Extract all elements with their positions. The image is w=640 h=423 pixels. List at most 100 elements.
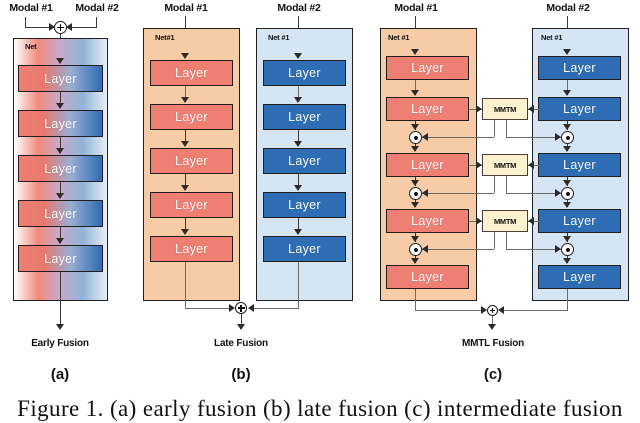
panel-b-net1-layer-3: Layer: [150, 148, 233, 174]
panel-c-mmtm3-in-left-arrow: [476, 217, 482, 225]
panel-c-mmtm3-in-right: [528, 221, 540, 222]
panel-a-merge-arrow-right: [66, 23, 72, 31]
panel-c-mmtm1-out-right-v: [506, 120, 507, 137]
panel-a-modal1-label: Modal #1: [9, 2, 53, 14]
panel-c-net2-arrow-gate-2: [563, 180, 571, 186]
panel-a-layer-4: Layer: [18, 200, 103, 227]
panel-b-net2-layer-5-label: Layer: [288, 242, 321, 256]
panel-b-output-line: [241, 314, 242, 328]
panel-b-fusion-label: Late Fusion: [214, 338, 268, 349]
panel-c-mmtm1-in-left: [469, 109, 482, 110]
panel-a-link-2-3: [60, 137, 61, 153]
panel-a-arrow-into-layer-5: [56, 238, 64, 244]
panel-a-layer-3-label: Layer: [44, 161, 77, 176]
panel-c-net1-layer-2: Layer: [386, 97, 469, 121]
panel-c-net1-layer-1-label: Layer: [411, 61, 444, 75]
panel-c-mmtm3-out-right-arrow: [555, 245, 561, 253]
panel-c-net1-arrow-gate-1: [411, 124, 419, 130]
panel-b-net2-link-3-4: [298, 174, 299, 189]
panel-b-net2-arrow-1: [294, 53, 302, 59]
panel-a-arrow-into-layer-4: [56, 193, 64, 199]
panel-a-early-fusion-op: [54, 21, 67, 34]
panel-c-net2-arrow-1: [563, 49, 571, 55]
panel-a-link-3-4: [60, 182, 61, 198]
panel-a-merge-arrow-left: [49, 23, 55, 31]
panel-c-net1-layer-3-label: Layer: [411, 158, 444, 172]
panel-b-late-fusion-op: [235, 302, 247, 314]
panel-c-net2-layer-5: Layer: [538, 265, 621, 289]
panel-a-link-4-5: [60, 227, 61, 243]
panel-c-net1-outline: [415, 289, 416, 311]
panel-c-net2-layer-4: Layer: [538, 209, 621, 233]
panel-b-net2-arrow-3: [294, 141, 302, 147]
panel-c-net1-layer-1: Layer: [386, 56, 469, 80]
panel-c-modal1-label: Modal #1: [394, 2, 438, 14]
panel-c-join-arrow-right: [498, 306, 504, 314]
panel-c-mmtm3-out-left-arrow: [422, 245, 428, 253]
panel-a-label: (a): [50, 366, 70, 383]
panel-c-net2-arrow-3: [563, 146, 571, 152]
panel-b-net1-arrow-3: [181, 141, 189, 147]
panel-b-net2-arrow-5: [294, 229, 302, 235]
panel-c-net2-layer-2-label: Layer: [563, 102, 596, 116]
panel-c-net2-layer-3: Layer: [538, 153, 621, 177]
panel-c-net2-layer-5-label: Layer: [563, 270, 596, 284]
panel-b-net2-layer-1-label: Layer: [288, 66, 321, 80]
panel-c-net1-arrow-2: [411, 90, 419, 96]
panel-c-mmtm2-out-right-h: [506, 193, 561, 194]
panel-c-output-line: [492, 316, 493, 328]
panel-a-merge-hline-left: [25, 27, 51, 28]
panel-c-mmtm2-out-left-arrow: [422, 189, 428, 197]
panel-b-join-hline-right: [252, 308, 298, 309]
panel-c-mmtm1-in-right: [528, 109, 540, 110]
panel-c-net2-arrow-4: [563, 202, 571, 208]
panel-b-net1-label: Net#1: [155, 33, 175, 42]
panel-b-net2-layer-4-label: Layer: [288, 198, 321, 212]
panel-b-net1-layer-3-label: Layer: [175, 154, 208, 168]
panel-c-net1-arrow-5: [411, 258, 419, 264]
panel-b-net2-layer-4: Layer: [263, 192, 346, 218]
panel-c-mmtm-3: MMTM: [482, 210, 528, 232]
panel-b-net2-outline: [298, 262, 299, 309]
panel-c-mmtm-1: MMTM: [482, 98, 528, 120]
panel-c-net1-label: Net #1: [388, 33, 410, 42]
panel-c-mmtm3-out-left-v: [494, 232, 495, 249]
panel-a-arrow-into-layer-1: [56, 58, 64, 64]
panel-c-net1-arrow-4: [411, 202, 419, 208]
panel-b-net1-layer-4-label: Layer: [175, 198, 208, 212]
panel-b-net1-link-2-3: [185, 130, 186, 145]
panel-b-net1-link-4-5: [185, 218, 186, 233]
panel-c-net2-gate-3: [561, 243, 574, 256]
panel-a-output-arrow: [56, 324, 64, 330]
panel-b-net1-layer-5-label: Layer: [175, 242, 208, 256]
panel-c-mmtm3-in-left: [469, 221, 482, 222]
panel-c-mmtm3-out-right-v: [506, 232, 507, 249]
panel-c-output-arrow: [488, 324, 496, 330]
panel-c-mmtm2-in-right-arrow: [528, 161, 534, 169]
panel-c-net1-arrow-3: [411, 146, 419, 152]
panel-c-net2-layer-3-label: Layer: [563, 158, 596, 172]
panel-a-layer-2-label: Layer: [44, 116, 77, 131]
panel-b-net2-layer-1: Layer: [263, 60, 346, 86]
panel-b-net1-arrow-4: [181, 185, 189, 191]
panel-c-mmtm2-out-right-v: [506, 176, 507, 193]
panel-a-layer-3: Layer: [18, 155, 103, 182]
panel-b-net1-layer-2: Layer: [150, 104, 233, 130]
panel-b-net1-link-3-4: [185, 174, 186, 189]
panel-b-output-arrow: [237, 324, 245, 330]
panel-c-net2-arrow-gate-3: [563, 236, 571, 242]
panel-b-net1-layer-5: Layer: [150, 236, 233, 262]
panel-a-modal1-dropline: [25, 17, 26, 28]
panel-c-net1-layer-5: Layer: [386, 265, 469, 289]
panel-b-modal2-label: Modal #2: [277, 2, 321, 14]
panel-b-modal1-label: Modal #1: [164, 2, 208, 14]
panel-b-net2-arrow-4: [294, 185, 302, 191]
panel-b-net1-outline: [185, 262, 186, 309]
panel-c-net1-arrow-gate-2: [411, 180, 419, 186]
panel-c-modal2-label: Modal #2: [546, 2, 590, 14]
panel-c-mmtm2-in-left: [469, 165, 482, 166]
panel-c-net1-link-1-2: [415, 80, 416, 93]
panel-b-net1-arrow-2: [181, 97, 189, 103]
panel-c-net2-gate-1: [561, 131, 574, 144]
